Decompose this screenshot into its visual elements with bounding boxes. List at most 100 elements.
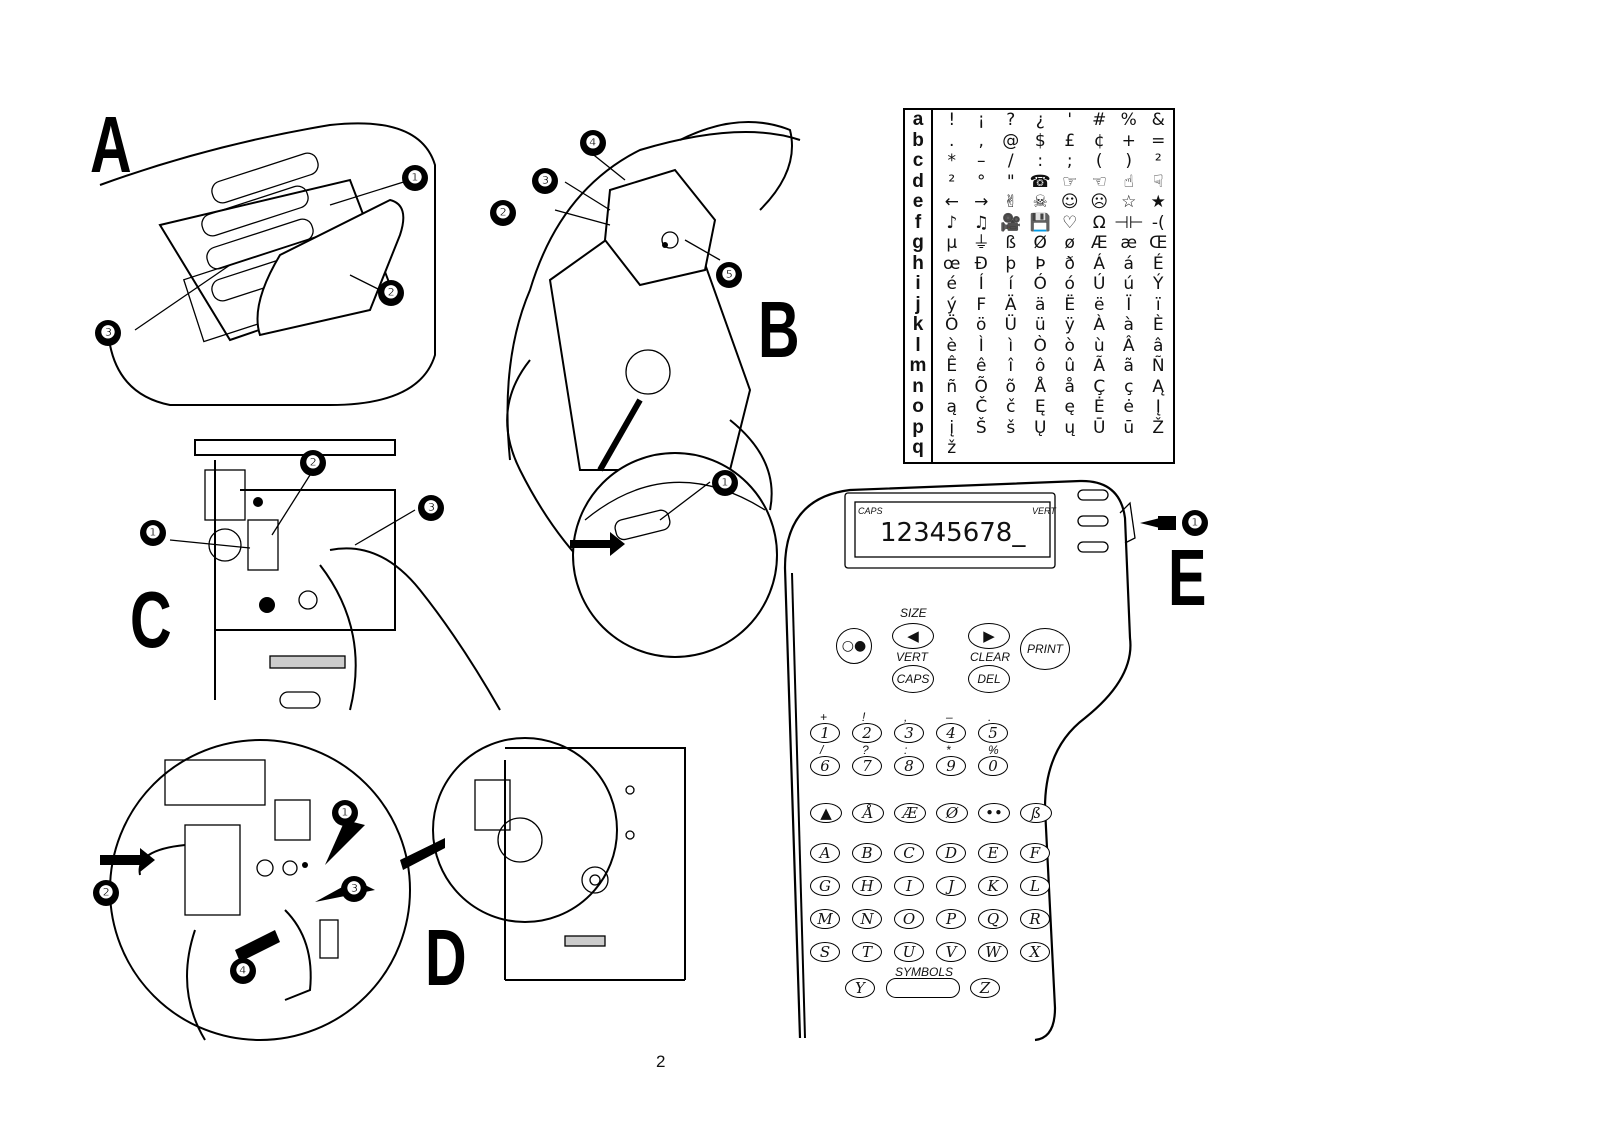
number-key[interactable]: 8 [894,756,924,776]
letter-key-g[interactable]: G [810,876,840,896]
record-key[interactable]: ○● [836,628,872,664]
vert-label: VERT [896,650,928,664]
special-key[interactable]: •• [978,803,1010,823]
letter-key-o[interactable]: O [894,909,924,929]
symbols-key[interactable] [886,978,960,998]
callout-3: ❸ [341,876,367,902]
letter-key-l[interactable]: L [1020,876,1050,896]
symbol-cell: ' [1067,110,1073,130]
letter-key-y[interactable]: Y [845,978,875,998]
symbol-cell: – [977,151,986,171]
callout-2: ❷ [93,880,119,906]
letter-key-f[interactable]: F [1020,843,1050,863]
symbol-cell: Ω [1092,212,1106,233]
letter-key-e[interactable]: E [978,843,1008,863]
number-key[interactable]: 0 [978,756,1008,776]
letter-key-z[interactable]: Z [970,978,1000,998]
del-key[interactable]: DEL [968,665,1010,693]
letter-key-m[interactable]: M [810,909,840,929]
special-key[interactable]: ▲ [810,803,842,823]
letter-key-h[interactable]: H [852,876,882,896]
number-key[interactable]: 6 [810,756,840,776]
letter-key-w[interactable]: W [978,942,1008,962]
letter-key-n[interactable]: N [852,909,882,929]
number-key[interactable]: 1 [810,723,840,743]
symbol-cell: F [976,294,987,315]
figure-e: CAPS VERT 12345678_ E ❶ ○● SIZE ◀ ▶ VERT… [780,478,1240,1043]
symbol-cell: ç [1124,376,1134,397]
symbol-cell: Ê [946,356,958,376]
right-arrow-key[interactable]: ▶ [968,623,1010,649]
battery-compartment-illustration [99,122,436,406]
letter-key-k[interactable]: K [978,876,1008,896]
symbol-cell: * [947,151,957,171]
number-key[interactable]: 9 [936,756,966,776]
device-body [783,479,1176,1042]
symbol-row: *–/:;()² [937,151,1173,172]
symbol-cell [967,438,997,459]
letter-key-q[interactable]: Q [978,909,1008,929]
letter-key-j[interactable]: J [936,876,966,896]
symbol-cell: , [978,130,984,151]
number-key[interactable]: 5 [978,723,1008,743]
symbol-cell: œ [943,253,961,274]
letter-key-p[interactable]: P [936,909,966,929]
special-key[interactable]: Ø [936,803,968,823]
symbol-cell: Č [975,397,988,417]
caps-key[interactable]: CAPS [892,665,934,693]
callout-2: ❷ [300,450,326,476]
number-key[interactable]: 2 [852,723,882,743]
letter-key-i[interactable]: I [894,876,924,896]
letter-key-b[interactable]: B [852,843,882,863]
symbol-cell: Ç [1093,376,1106,397]
symbol-cell: ✌ [1003,192,1018,212]
left-arrow-key[interactable]: ◀ [892,623,934,649]
symbol-cell: ò [1064,335,1075,356]
number-key[interactable]: 4 [936,723,966,743]
cassette-release-illustration [169,439,501,711]
letter-key-a[interactable]: A [810,843,840,863]
symbol-cell: ū [1123,417,1135,438]
symbol-cell: -( [1151,212,1165,233]
symbol-cell: ⊣⊢ [1114,212,1144,233]
print-key[interactable]: PRINT [1020,628,1070,670]
symbol-cell: ë [1094,294,1105,315]
symbol-cell: õ [1005,376,1016,397]
special-key[interactable]: Å [852,803,884,823]
symbol-cell: ☠ [1032,192,1048,212]
symbol-cell: À [1093,315,1106,335]
letter-key-s[interactable]: S [810,942,840,962]
number-key[interactable]: 7 [852,756,882,776]
symbol-cell: / [1007,151,1014,171]
symbol-cell: Œ [1149,233,1168,253]
special-key[interactable]: Æ [894,803,926,823]
callout-3: ❸ [95,320,121,346]
number-key-shift-label: – [946,710,953,724]
row-key: o [912,396,924,417]
symbol-cell: ★ [1150,192,1166,212]
letter-key-t[interactable]: T [852,942,882,962]
special-key[interactable]: ß [1020,803,1052,823]
letter-key-x[interactable]: X [1020,942,1050,962]
symbol-cell: + [1121,130,1136,151]
symbols-label: SYMBOLS [895,965,954,979]
letter-key-r[interactable]: R [1020,909,1050,929]
symbol-cell: ? [1006,110,1016,130]
symbol-cell: Ý [1153,274,1164,294]
number-key-shift-label: ! [862,710,866,724]
letter-key-u[interactable]: U [894,942,924,962]
symbol-cell: Š [975,417,987,438]
letter-key-d[interactable]: D [936,843,966,863]
letter-key-v[interactable]: V [936,942,966,962]
number-key-shift-label: . [988,710,992,724]
symbol-cell: ã [1123,356,1134,376]
letter-key-c[interactable]: C [894,843,924,863]
number-key[interactable]: 3 [894,723,924,743]
lcd-vert-label: VERT [1032,506,1056,516]
symbol-cell: ó [1064,274,1075,294]
symbol-cell: ¿ [1035,110,1045,130]
symbol-cell: ; [1066,151,1073,171]
symbol-cell: å [1064,376,1075,397]
row-key: p [912,416,924,438]
